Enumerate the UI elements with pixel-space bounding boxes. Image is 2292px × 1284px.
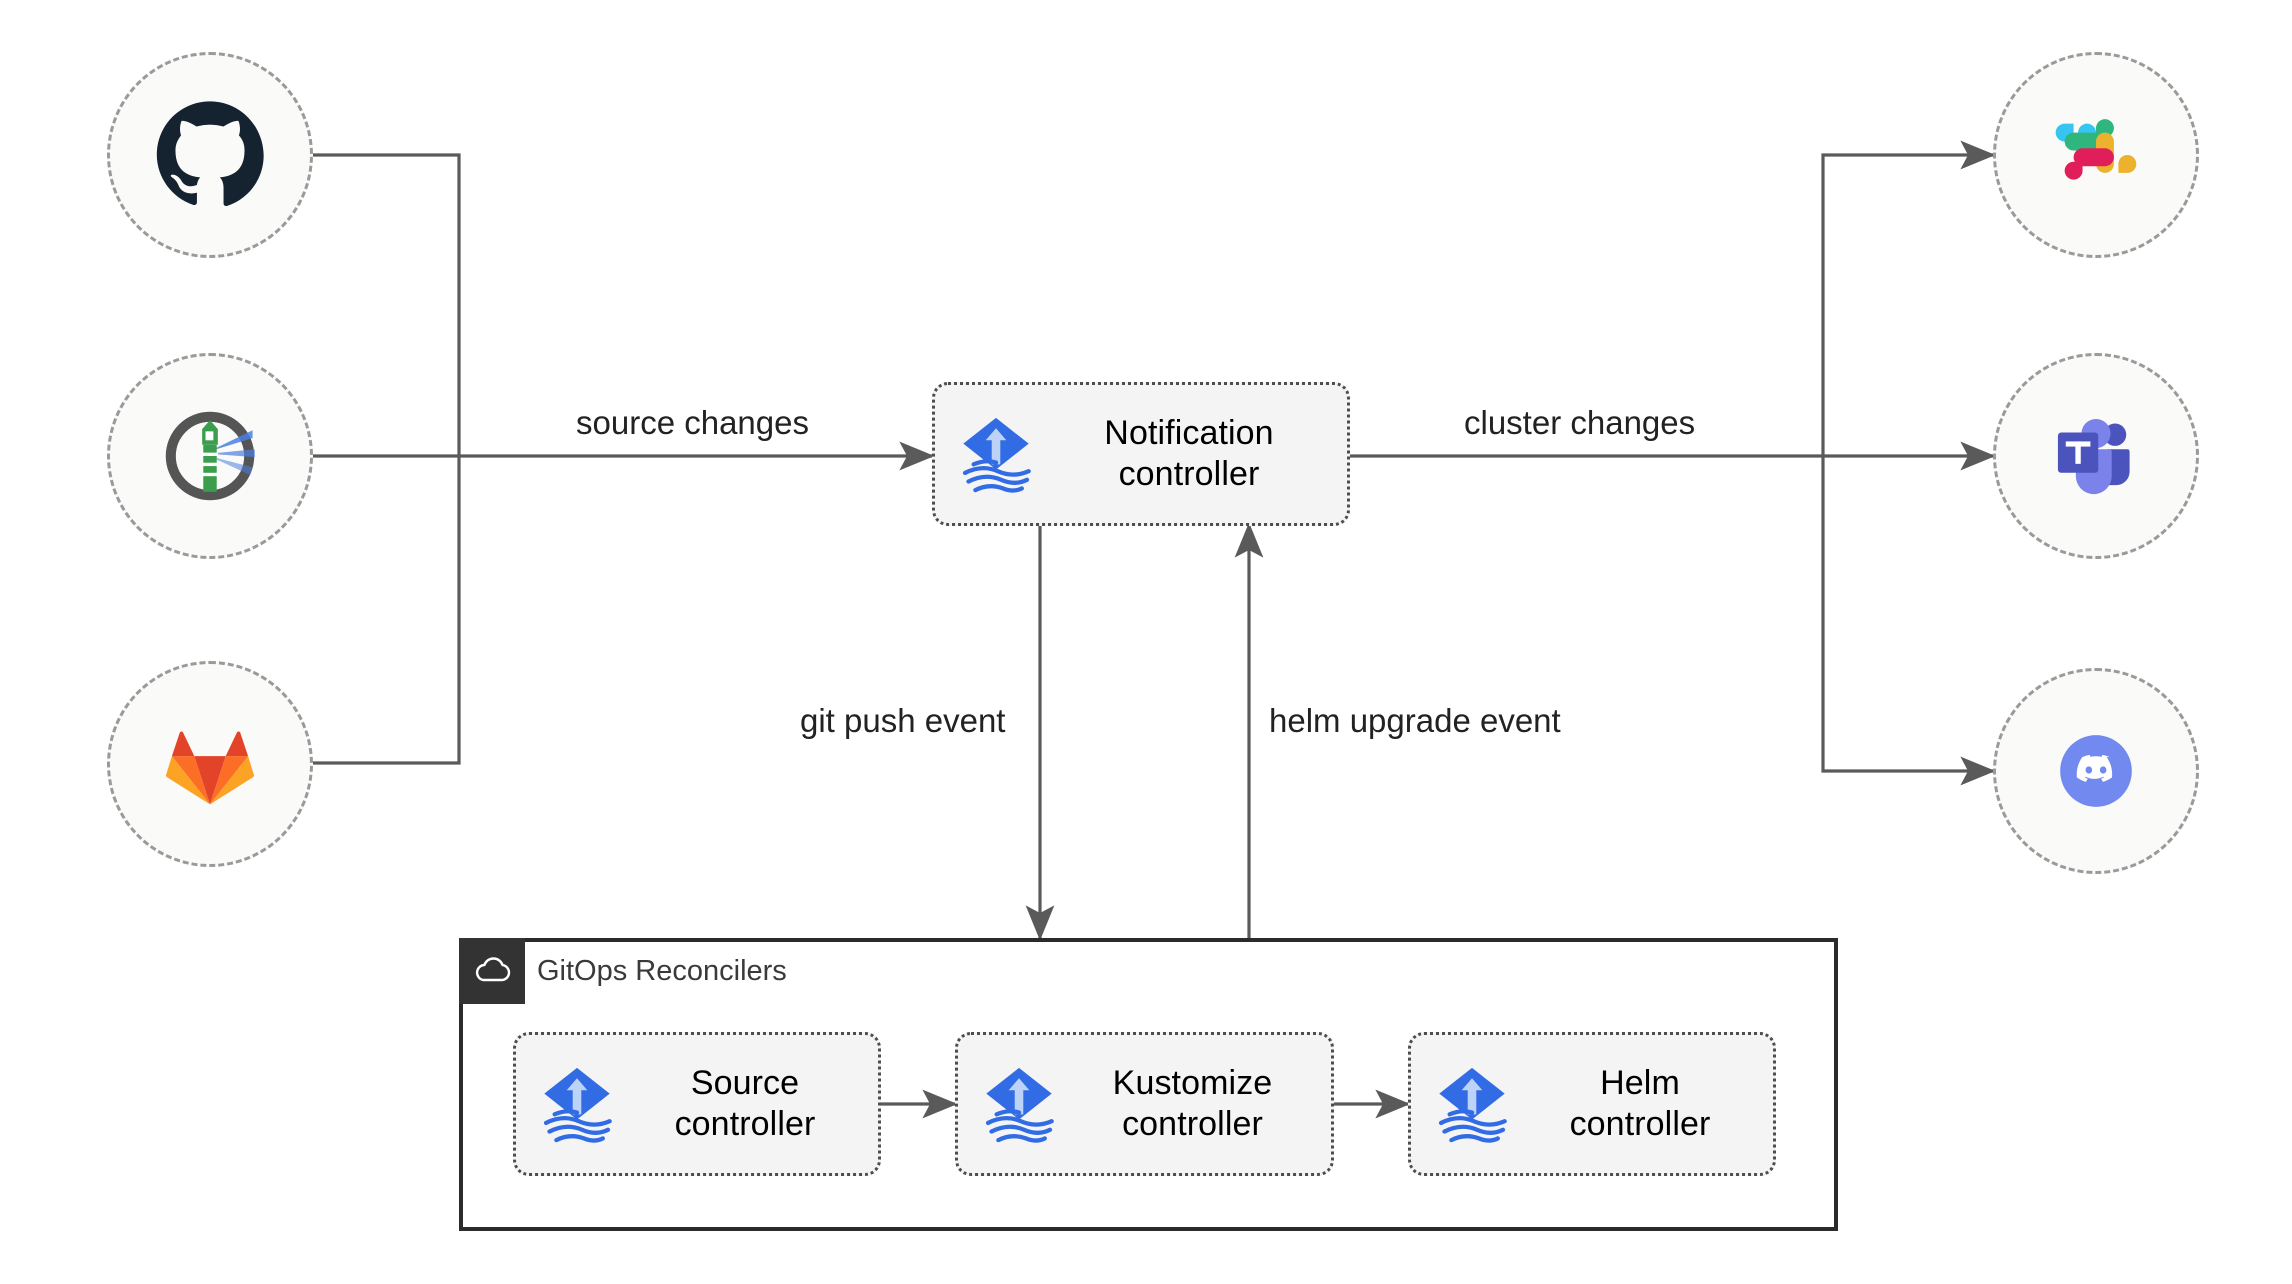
slack-icon <box>2055 119 2137 180</box>
wire-trunk-to-discord <box>1821 456 1996 786</box>
source-node-gitlab[interactable] <box>107 661 313 867</box>
harbor-icon <box>165 411 255 501</box>
kustomize-controller-label: Kustomize controller <box>1112 1063 1273 1143</box>
flux-icon <box>543 1067 612 1143</box>
destination-node-slack[interactable] <box>1993 52 2199 258</box>
github-icon <box>156 101 264 206</box>
destination-node-teams[interactable] <box>1993 353 2199 559</box>
notification-controller-label: Notification controller <box>1104 413 1274 493</box>
helm-controller-label: Helm controller <box>1569 1063 1711 1143</box>
wire-trunk-to-slack <box>1821 140 1996 456</box>
source-node-harbor[interactable] <box>107 353 313 559</box>
edge-label-helm-upgrade-event: helm upgrade event <box>1269 702 1561 739</box>
flux-icon <box>985 1067 1054 1143</box>
source-controller-node[interactable]: Source controller <box>513 1032 881 1176</box>
gitlab-icon <box>165 731 255 805</box>
flux-icon <box>962 417 1031 493</box>
destination-node-discord[interactable] <box>1993 668 2199 874</box>
gitops-reconcilers-title: GitOps Reconcilers <box>537 955 787 987</box>
edge-label-cluster-changes: cluster changes <box>1464 404 1696 441</box>
discord-icon <box>2060 735 2132 807</box>
wire-github-to-trunk <box>313 153 461 456</box>
kustomize-controller-node[interactable]: Kustomize controller <box>955 1032 1334 1176</box>
wire-gitlab-to-trunk <box>313 456 461 765</box>
source-node-github[interactable] <box>107 52 313 258</box>
edge-label-git-push-event: git push event <box>800 702 1006 739</box>
notification-controller-node[interactable]: Notification controller <box>932 382 1350 526</box>
gitops-reconcilers-group <box>459 938 1838 1231</box>
microsoft-teams-icon <box>2057 419 2130 495</box>
cloud-icon <box>475 957 511 982</box>
gitops-reconcilers-tab <box>459 938 525 1004</box>
flux-icon <box>1438 1067 1507 1143</box>
edge-label-source-changes: source changes <box>576 404 809 441</box>
source-controller-label: Source controller <box>674 1063 816 1143</box>
helm-controller-node[interactable]: Helm controller <box>1408 1032 1776 1176</box>
